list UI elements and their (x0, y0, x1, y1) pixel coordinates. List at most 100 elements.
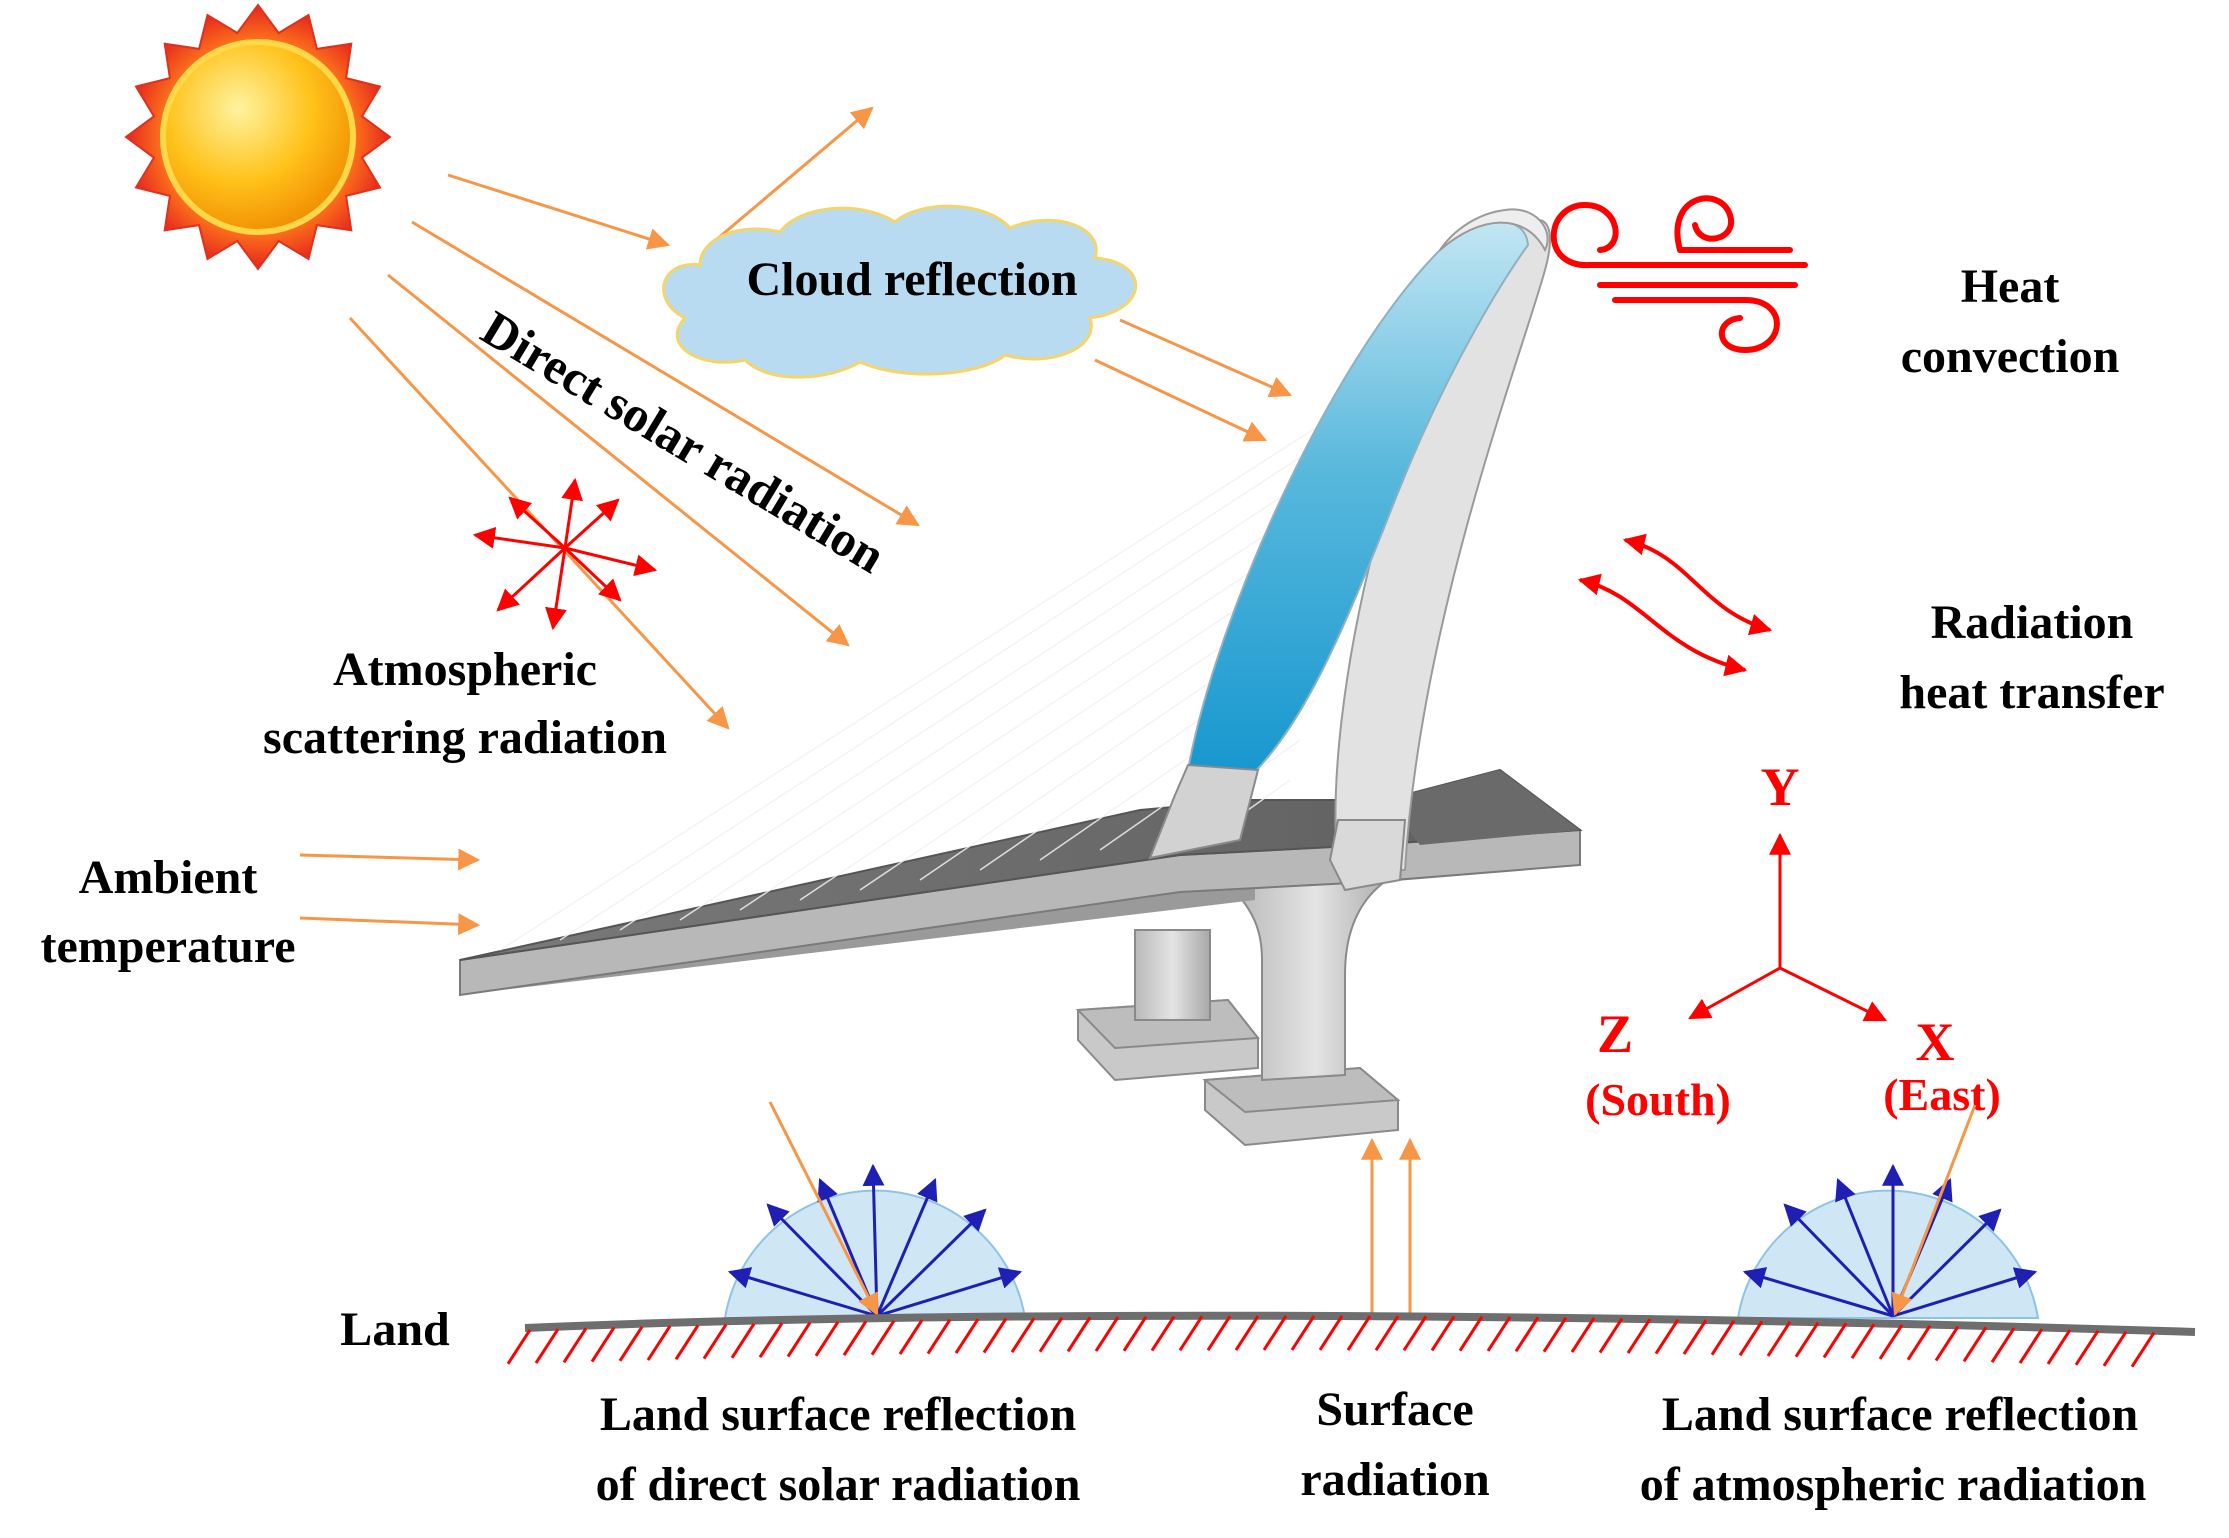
hatch-mark (2130, 1331, 2156, 1368)
hatch-mark (1066, 1316, 1092, 1353)
hatch-mark (1962, 1326, 1988, 1363)
atmospheric-scattering-label-2: scattering radiation (263, 711, 667, 764)
radiation-heat-transfer-label-2: heat transfer (1899, 666, 2164, 719)
ray-cloud-down-1 (1119, 318, 1293, 398)
sun-icon (124, 3, 392, 271)
scatter-star-icon (472, 477, 658, 631)
hatch-mark (1626, 1318, 1652, 1354)
hatch-mark (1262, 1315, 1288, 1351)
cloud-reflection-label: Cloud reflection (746, 253, 1077, 306)
hatch-mark (1682, 1319, 1708, 1355)
arch-crown (1439, 208, 1549, 253)
ground-hatch (506, 1311, 2196, 1368)
bridge-deck (459, 768, 1583, 997)
land-reflection-atmos-label-2: of atmospheric radiation (1640, 1458, 2147, 1511)
bridge-illustration (459, 208, 1583, 1147)
hatch-mark (1654, 1318, 1680, 1355)
arch-back-leg (1334, 218, 1551, 871)
hatch-mark (562, 1327, 588, 1364)
hatch-mark (1234, 1315, 1260, 1351)
hatch-mark (954, 1318, 980, 1354)
hatch-mark (1850, 1323, 1876, 1359)
hatch-mark (1150, 1315, 1176, 1352)
hatch-mark (1318, 1315, 1344, 1351)
hatch-mark (898, 1319, 924, 1355)
pier-right (1202, 874, 1401, 1147)
land-reflection-atmos-label-1: Land surface reflection (1662, 1388, 2138, 1441)
hatch-mark (1402, 1315, 1428, 1352)
x-axis-direction: (East) (1883, 1069, 2001, 1120)
coordinate-axes (1688, 832, 1887, 1022)
ray-to-cloud (447, 173, 671, 250)
land-label: Land (340, 1303, 450, 1356)
wind-icon (1550, 195, 1808, 354)
hatch-mark (1430, 1315, 1456, 1352)
pier-left (1075, 929, 1260, 1082)
hatch-mark (1934, 1325, 1960, 1362)
radiation-wave-arrows (1577, 533, 1773, 677)
hatch-mark (1570, 1317, 1596, 1353)
ray-cloud-down-2 (1094, 358, 1267, 442)
hatch-mark (1206, 1315, 1232, 1351)
cloud-icon: Cloud reflection (662, 204, 1138, 379)
hatch-mark (2018, 1328, 2044, 1364)
hatch-mark (786, 1321, 812, 1358)
y-axis-label: Y (1761, 757, 1800, 817)
ambient-temperature-label-1: Ambient (79, 851, 258, 904)
z-axis (1688, 966, 1781, 1020)
ray-direct-2 (387, 273, 850, 647)
hatch-mark (1710, 1319, 1736, 1356)
hatch-mark (1010, 1317, 1036, 1353)
hatch-mark (870, 1319, 896, 1356)
hatch-mark (1094, 1316, 1120, 1352)
solar-rays (348, 106, 1293, 730)
x-axis-label: X (1916, 1012, 1955, 1072)
atmospheric-scattering-label-1: Atmospheric (333, 643, 597, 696)
hatch-mark (758, 1322, 784, 1358)
heat-convection-label-2: convection (1901, 330, 2120, 383)
heat-convection-label-1: Heat (1961, 260, 2060, 313)
reflection-dome-atmospheric (1736, 1104, 2040, 1319)
hatch-mark (842, 1320, 868, 1357)
arch-base (1148, 763, 1260, 860)
hatch-mark (1374, 1315, 1400, 1351)
hatch-mark (674, 1324, 700, 1361)
hatch-mark (2046, 1329, 2072, 1365)
hatch-mark (534, 1328, 560, 1364)
hatch-mark (2102, 1330, 2128, 1367)
hatch-mark (1290, 1315, 1316, 1351)
x-axis (1779, 966, 1887, 1022)
land-reflection-direct-label-2: of direct solar radiation (596, 1458, 1081, 1511)
z-axis-direction: (South) (1585, 1074, 1731, 1125)
hatch-mark (1178, 1315, 1204, 1352)
hatch-mark (1486, 1316, 1512, 1352)
hatch-mark (730, 1323, 756, 1359)
hatch-mark (1738, 1320, 1764, 1357)
hatch-mark (1458, 1315, 1484, 1352)
hatch-mark (982, 1317, 1008, 1354)
hatch-mark (506, 1329, 532, 1365)
hatch-mark (590, 1326, 616, 1363)
surface-radiation-arrows (1361, 1137, 1421, 1318)
arch-front-leg (1186, 221, 1530, 777)
hatch-mark (646, 1325, 672, 1361)
hatch-mark (1598, 1317, 1624, 1354)
hatch-mark (2074, 1330, 2100, 1366)
land-reflection-direct-label-1: Land surface reflection (600, 1388, 1076, 1441)
hatch-mark (926, 1318, 952, 1355)
hatch-mark (1822, 1322, 1848, 1359)
hatch-mark (1766, 1321, 1792, 1357)
ray-cloud-up (709, 106, 874, 247)
hatch-mark (618, 1325, 644, 1362)
hatch-mark (1346, 1315, 1372, 1351)
hatch-mark (1038, 1316, 1064, 1353)
hatch-mark (1906, 1324, 1932, 1361)
hatch-mark (1514, 1316, 1540, 1353)
surface-radiation-label-1: Surface (1316, 1383, 1473, 1436)
hatch-mark (1542, 1316, 1568, 1353)
reflection-dome-direct (723, 1101, 1027, 1319)
hatch-mark (814, 1321, 840, 1357)
radiation-heat-transfer-label-1: Radiation (1931, 596, 2134, 649)
arch-base-right (1328, 819, 1407, 892)
